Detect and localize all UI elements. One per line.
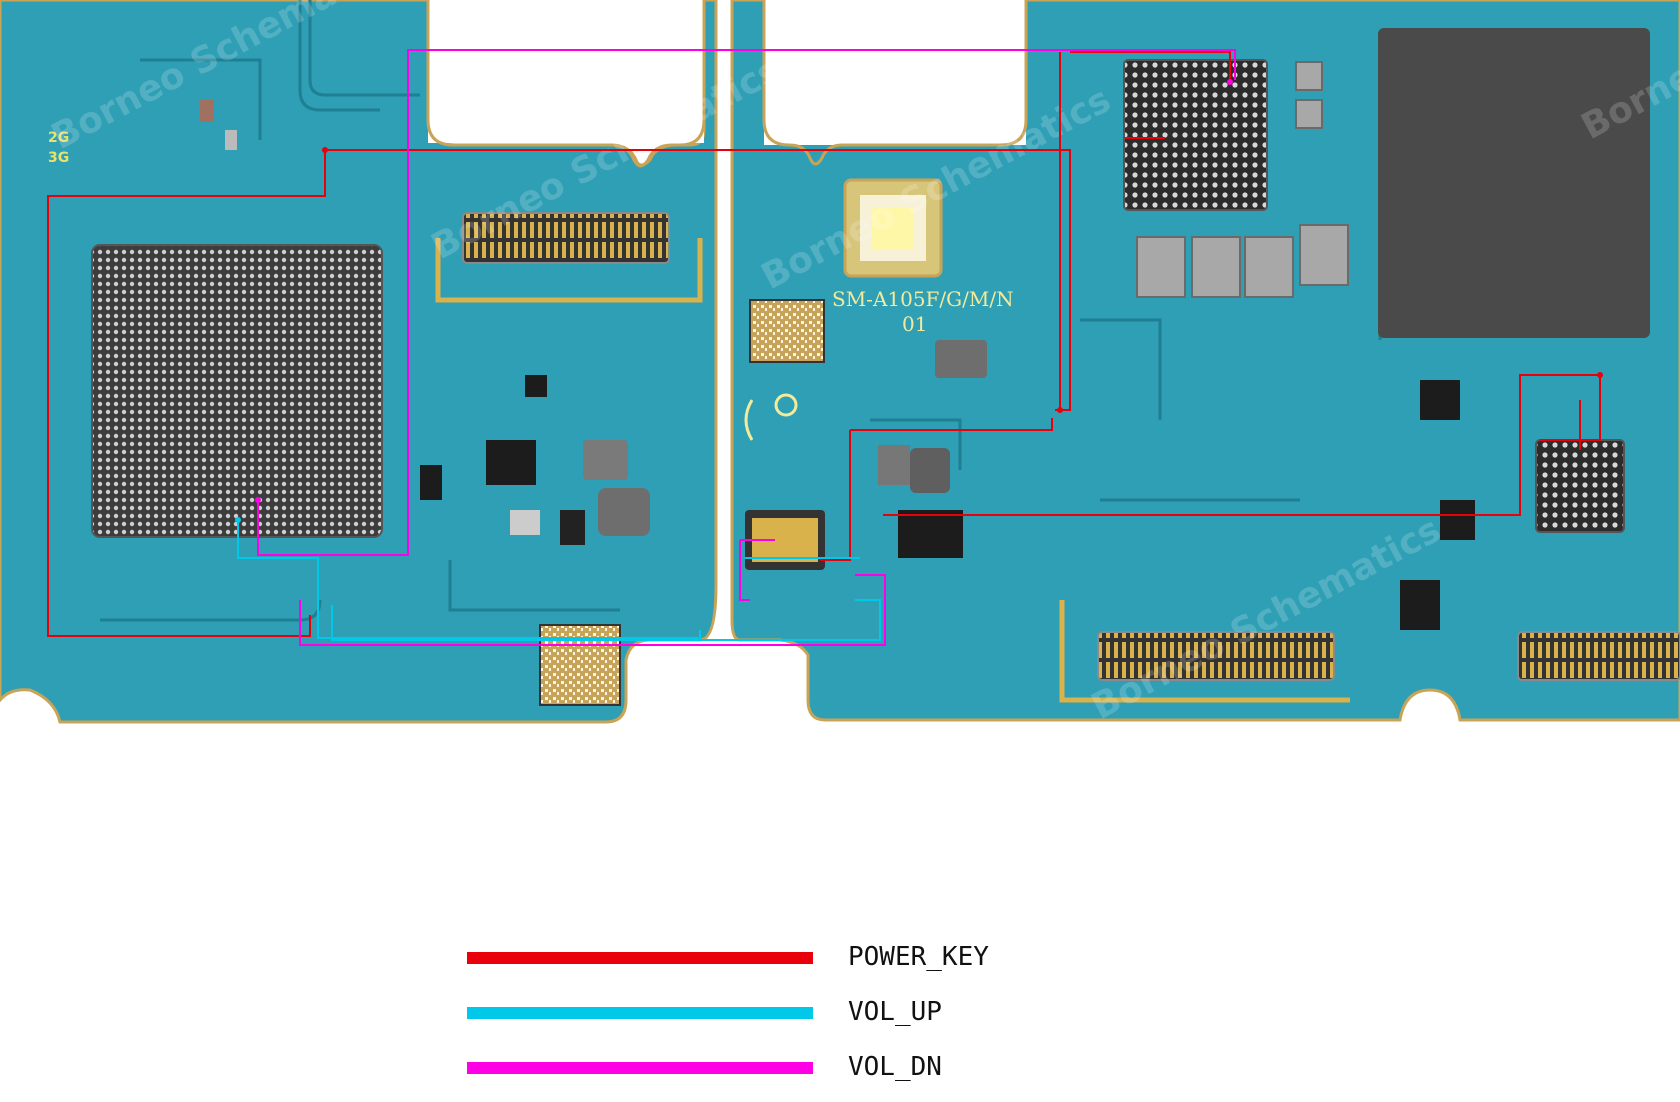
model-text: SM-A105F/G/M/N — [832, 287, 1014, 311]
legend-label-vol-up: VOL_UP — [848, 997, 942, 1027]
band-labels: 2G 3G — [48, 130, 69, 166]
datamatrix-code-icon — [749, 299, 825, 363]
revision-text: 01 — [902, 312, 927, 336]
band-label-2g: 2G — [48, 130, 69, 146]
pcb-board-diagram: 2G 3G SM-A105F/G/M/N 01 — [0, 0, 1680, 724]
smd-components-left — [200, 100, 650, 706]
flash-led — [843, 178, 943, 278]
inductors-right — [1136, 61, 1349, 298]
flex-connector-bottom — [1059, 600, 1680, 703]
samsung-ge-logo-icon — [744, 393, 798, 441]
net-vol-up — [237, 520, 881, 641]
legend-label-power-key: POWER_KEY — [848, 942, 989, 972]
chips-right — [878, 28, 1650, 630]
legend-swatch-vol-dn — [467, 1062, 813, 1074]
band-label-3g: 3G — [48, 150, 69, 166]
cpu-bga-chip — [91, 244, 383, 538]
legend-swatch-power-key — [467, 952, 813, 964]
net-junction-points — [235, 79, 1603, 523]
net-vol-dn — [257, 49, 1236, 646]
board-model-label: SM-A105F/G/M/N 01 — [832, 287, 1014, 336]
legend-swatch-vol-up — [467, 1007, 813, 1019]
legend-label-vol-dn: VOL_DN — [848, 1052, 942, 1082]
flex-connector-top — [435, 212, 703, 303]
